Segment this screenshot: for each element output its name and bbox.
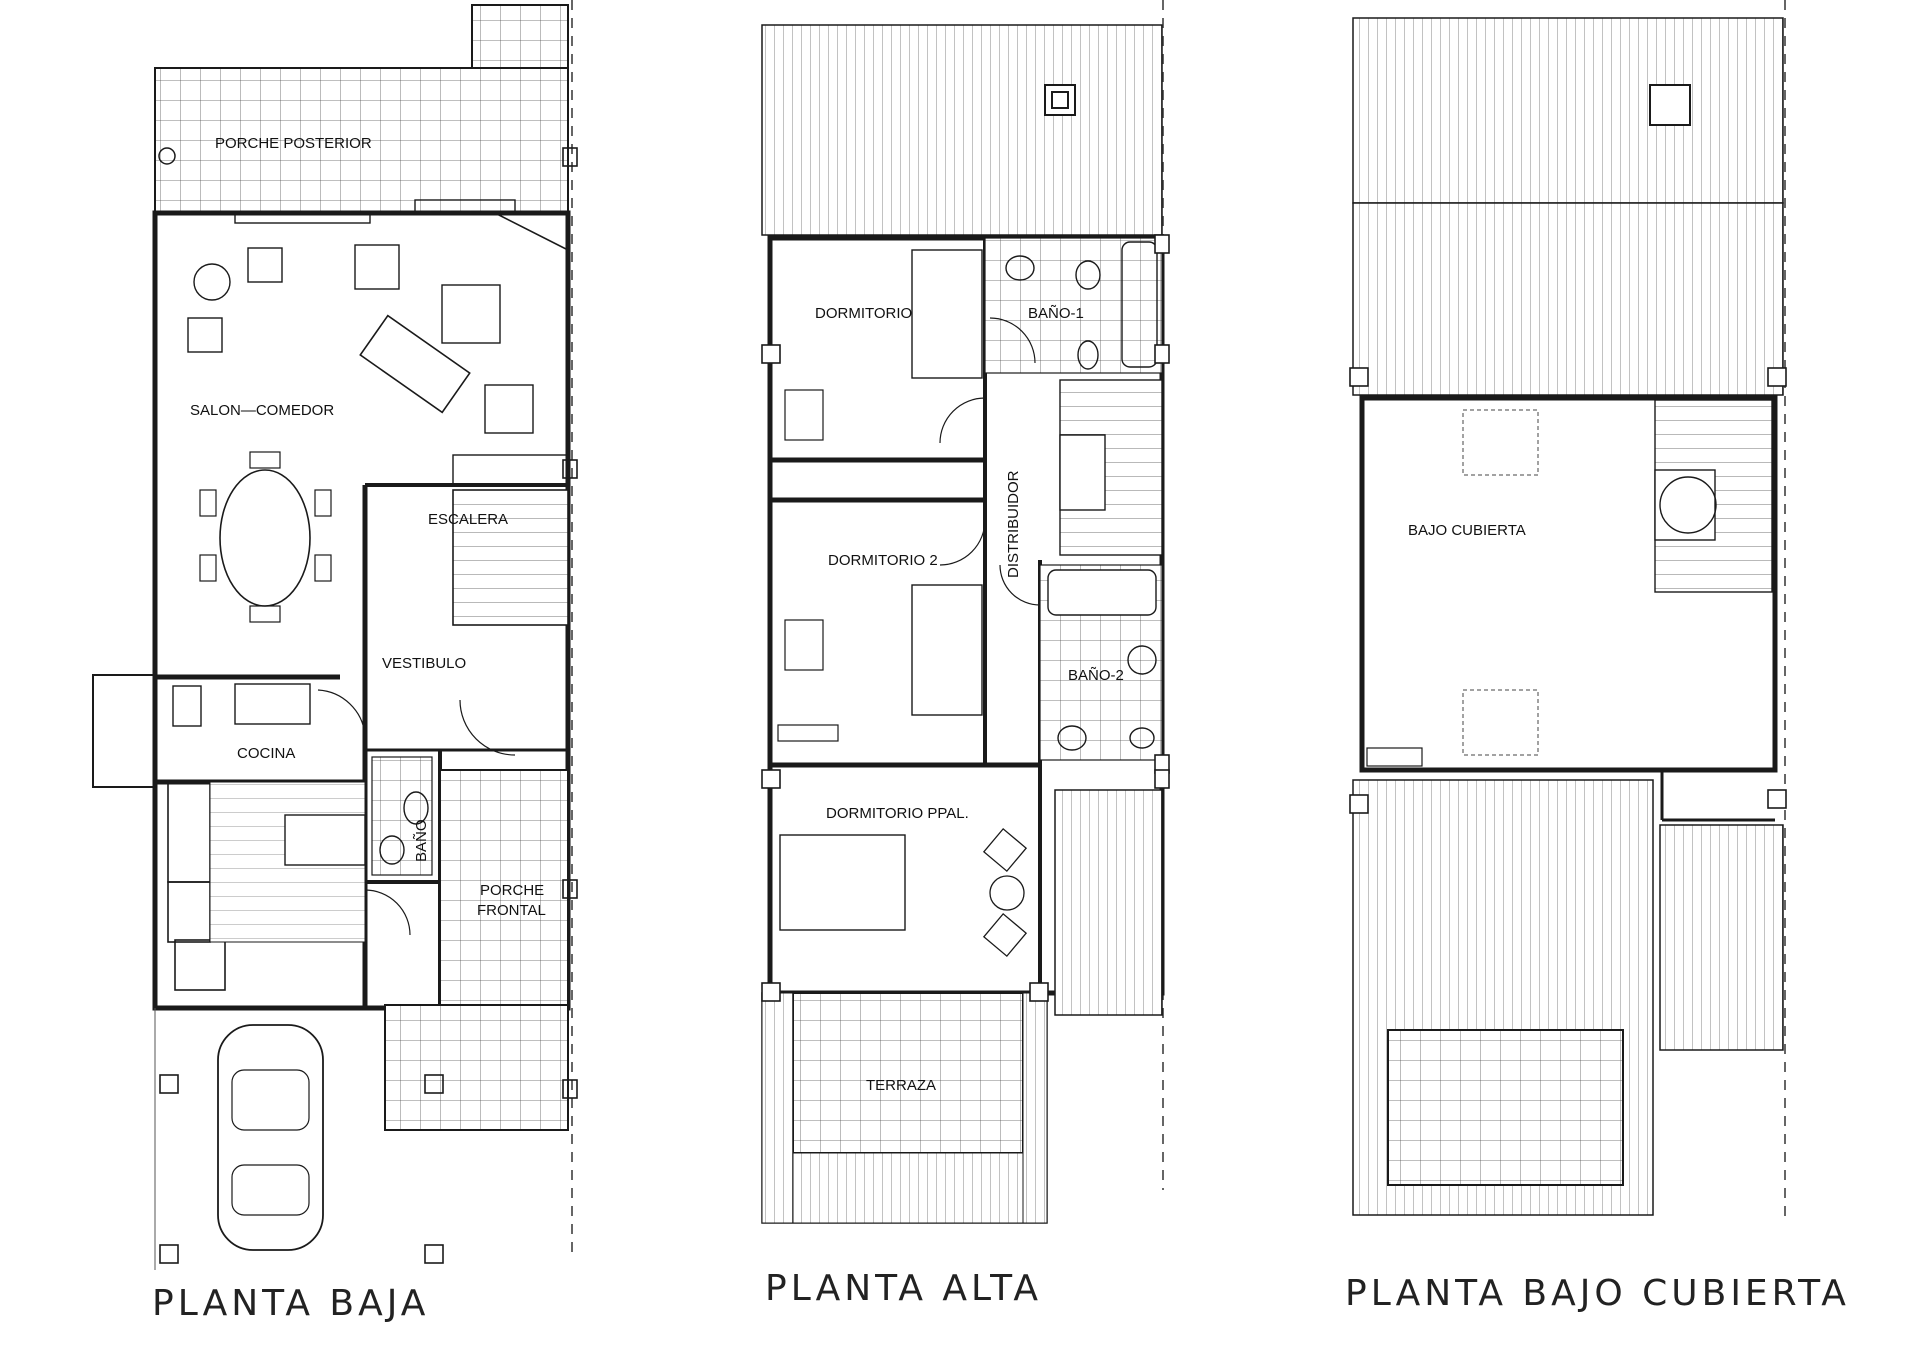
planta-alta [761,0,1170,1224]
planta-baja [92,0,578,1270]
room-labels: PORCHE POSTERIOR SALON—COMEDOR ESCALERA … [152,135,1850,1324]
label-dormitorio: DORMITORIO [815,305,912,322]
label-porche-posterior: PORCHE POSTERIOR [215,135,372,152]
label-bano-2: BAÑO-2 [1068,667,1124,684]
label-salon-comedor: SALON—COMEDOR [190,402,334,419]
terraza-floor [792,992,1024,1154]
title-planta-bajo-cubierta: PLANTA BAJO CUBIERTA [1345,1273,1850,1314]
label-cocina: COCINA [237,745,295,762]
label-vestibulo: VESTIBULO [382,655,466,672]
label-distribuidor: DISTRIBUIDOR [1005,470,1022,578]
label-bajo-cubierta: BAJO CUBIERTA [1408,522,1526,539]
label-terraza: TERRAZA [866,1077,936,1094]
title-planta-baja: PLANTA BAJA [152,1283,429,1324]
label-bano-1: BAÑO-1 [1028,305,1084,322]
escalera-stairs [452,489,569,626]
label-porche-frontal-2: FRONTAL [477,902,546,919]
label-dormitorio-ppal: DORMITORIO PPAL. [826,805,969,822]
roof-upper [761,24,1163,236]
title-planta-alta: PLANTA ALTA [765,1268,1042,1309]
porche-posterior-floor [154,67,569,214]
porche-frontal-floor [439,769,569,1006]
car-icon [217,1024,324,1251]
label-dormitorio-2: DORMITORIO 2 [828,552,938,569]
label-bano: BAÑO [413,819,430,862]
planta-bajo-cubierta [1349,0,1787,1220]
solar-panels [1387,1029,1624,1186]
roof-attic-upper [1352,17,1784,204]
label-escalera: ESCALERA [428,511,508,528]
label-porche-frontal-1: PORCHE [480,882,544,899]
